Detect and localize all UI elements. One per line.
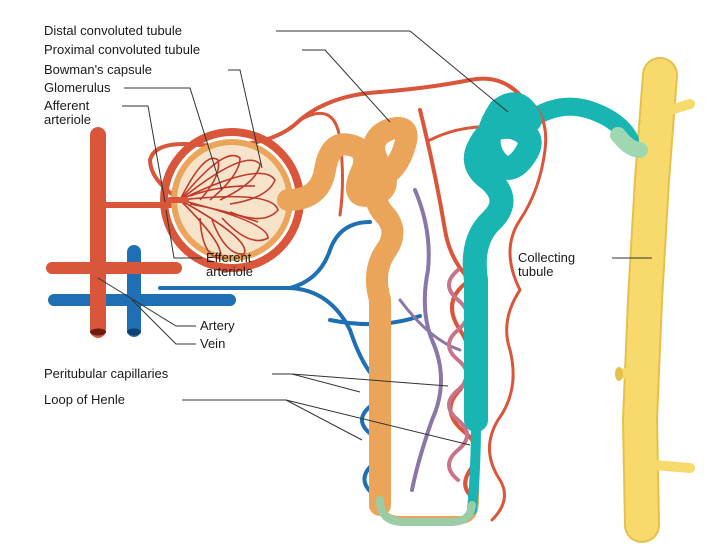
label-collecting: Collecting tubule <box>518 250 652 279</box>
loop-of-henle-bend <box>376 496 476 526</box>
label-peritubular-leader-2 <box>291 373 449 387</box>
label-distal-text: Distal convoluted tubule <box>44 23 182 38</box>
glomerulus-loop <box>179 154 241 201</box>
label-bowman: Bowman's capsule <box>44 62 263 169</box>
label-afferent: Afferent arteriole <box>44 98 166 203</box>
label-bowman-leader <box>228 69 263 169</box>
label-collecting-text-2: tubule <box>518 264 553 279</box>
label-distal-leader <box>276 30 509 113</box>
label-proximal: Proximal convoluted tubule <box>44 42 391 123</box>
capillary-cross <box>398 298 462 352</box>
vein-opening <box>127 328 141 336</box>
proximal-tubule-body <box>277 117 418 516</box>
label-afferent-leader <box>122 105 166 203</box>
label-efferent-leader <box>165 209 202 259</box>
artery-opening <box>90 328 106 336</box>
label-vein-leader <box>131 299 196 345</box>
label-glomerulus-text: Glomerulus <box>44 80 111 95</box>
collecting-duct-branch-left-opening <box>615 367 623 381</box>
collecting-duct-branch-top <box>665 99 695 115</box>
label-proximal-text: Proximal convoluted tubule <box>44 42 200 57</box>
label-distal: Distal convoluted tubule <box>44 23 509 113</box>
label-collecting-text-1: Collecting <box>518 250 575 265</box>
distal-tubule-lower <box>467 415 481 515</box>
label-glomerulus: Glomerulus <box>44 80 223 191</box>
glomerulus-loop <box>179 199 246 255</box>
label-glomerulus-leader <box>124 87 223 191</box>
label-henle: Loop of Henle <box>44 392 471 446</box>
label-efferent: Efferent arteriole <box>165 209 253 279</box>
glomerulus-loop <box>179 159 261 201</box>
label-bowman-text: Bowman's capsule <box>44 62 152 77</box>
distal-tubule-body <box>462 92 542 432</box>
glomerulus-loop <box>189 203 259 223</box>
collecting-duct-fill <box>624 59 676 541</box>
label-peritubular-text: Peritubular capillaries <box>44 366 169 381</box>
label-henle-leader-1 <box>182 399 363 441</box>
label-efferent-text-1: Efferent <box>206 250 252 265</box>
glomerulus-tuft <box>179 154 279 259</box>
collecting-duct-top-cap <box>644 67 676 80</box>
connecting-tubule-joint <box>610 127 648 158</box>
label-peritubular-leader-1 <box>272 373 361 393</box>
label-vein: Vein <box>131 299 225 351</box>
capsule-inner <box>171 139 293 261</box>
collecting-tubule <box>521 57 695 543</box>
collecting-duct-branch-right <box>649 460 695 473</box>
label-peritubular: Peritubular capillaries <box>44 366 449 393</box>
peritubular-capillaries <box>398 188 462 492</box>
label-proximal-leader <box>302 49 391 123</box>
label-artery-leader <box>97 277 196 327</box>
label-afferent-text-1: Afferent <box>44 98 90 113</box>
label-efferent-text-2: arteriole <box>206 264 253 279</box>
label-artery: Artery <box>97 277 235 333</box>
label-afferent-text-2: arteriole <box>44 112 91 127</box>
label-vein-text: Vein <box>200 336 225 351</box>
label-henle-leader-2 <box>285 399 471 446</box>
artery-right-network <box>488 93 548 522</box>
vein-upper-branch <box>288 220 372 290</box>
distal-tubule <box>376 92 542 526</box>
glomerulus-loop <box>179 195 279 220</box>
label-henle-text: Loop of Henle <box>44 392 125 407</box>
glomerulus-loop <box>179 199 222 259</box>
label-artery-text: Artery <box>200 318 235 333</box>
capillary-descending <box>410 188 443 492</box>
proximal-tubule <box>277 117 479 524</box>
